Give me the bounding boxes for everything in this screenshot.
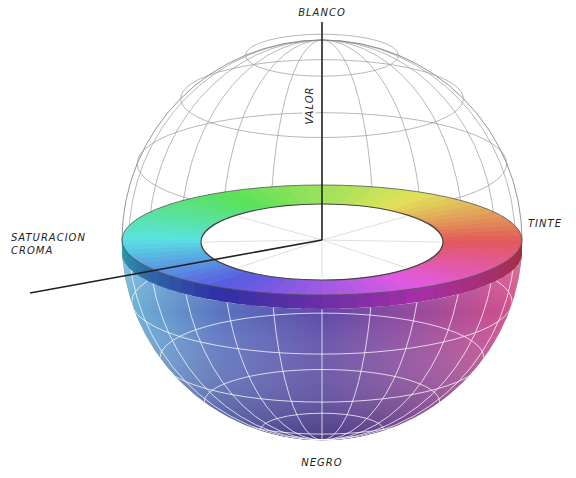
spoke — [322, 240, 440, 242]
hue-ring — [122, 239, 212, 245]
spoke — [204, 240, 322, 242]
axis-label: NEGRO — [300, 456, 343, 469]
spoke — [239, 240, 322, 268]
spoke — [322, 217, 405, 241]
axis-label: TINTE — [527, 217, 563, 230]
axis-label: BLANCO — [297, 6, 347, 19]
spoke — [322, 240, 323, 278]
parallel — [204, 370, 439, 435]
parallel — [160, 313, 484, 402]
spoke — [239, 217, 322, 241]
spoke — [322, 240, 405, 268]
axis-label: SATURACION CROMA — [10, 231, 96, 257]
axis-label: VALOR — [303, 85, 316, 125]
parallel — [260, 413, 384, 447]
hue-ring — [432, 235, 522, 241]
